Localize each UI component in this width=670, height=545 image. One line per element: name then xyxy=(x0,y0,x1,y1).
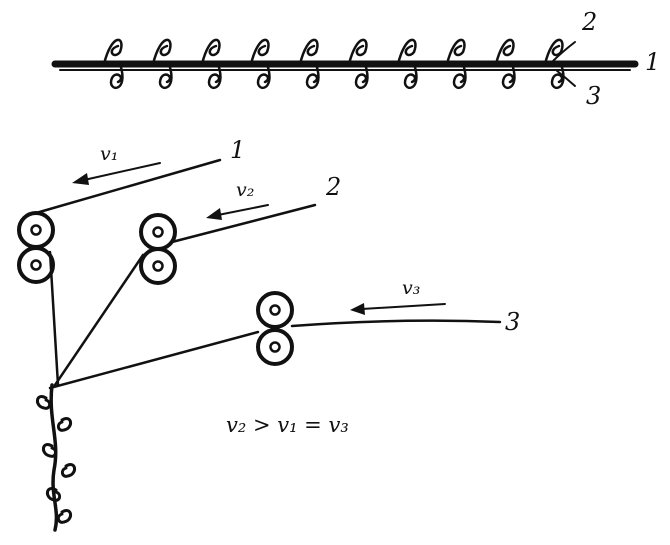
loop-yarn-illustration: 1 2 3 xyxy=(51,8,660,110)
output-yarn-loop xyxy=(56,417,72,432)
roller-2-top-hub xyxy=(152,226,164,238)
feed-yarn-2-down xyxy=(53,253,145,387)
roller-3-bottom xyxy=(256,328,294,366)
output-yarn-loop xyxy=(56,509,72,524)
yarn-loop xyxy=(249,38,271,90)
speed-arrow-1 xyxy=(72,162,161,185)
feed-path-3: v₃ 3 xyxy=(48,277,520,390)
speed-label-2: v₂ xyxy=(236,179,254,201)
output-yarn-loop xyxy=(36,395,52,410)
yarn-loop xyxy=(347,38,369,90)
speed-relation: v₂ > v₁ = v₃ xyxy=(226,413,349,437)
speed-label-1: v₁ xyxy=(100,143,118,165)
feed-yarn-3-in xyxy=(290,319,502,328)
feed-yarn-1-in xyxy=(34,158,222,215)
output-fancy-yarn xyxy=(36,383,76,532)
yarn-loop xyxy=(151,38,173,90)
output-yarn-loop xyxy=(42,443,58,458)
roller-1-top xyxy=(17,211,55,249)
binder-yarn-lead-in xyxy=(555,69,576,87)
roller-1-bottom xyxy=(17,246,55,284)
yarn-loop xyxy=(298,38,320,90)
path-label-1: 1 xyxy=(230,136,245,164)
feed-path-1: v₁ 1 xyxy=(17,136,245,387)
roller-1-bottom-hub xyxy=(30,259,42,271)
top-label-binder: 3 xyxy=(586,82,601,110)
path-label-2: 2 xyxy=(325,173,341,201)
roller-2-bottom xyxy=(139,247,177,285)
roller-3-top xyxy=(256,291,294,329)
speed-arrow-3 xyxy=(350,303,446,315)
feed-path-2: v₂ 2 xyxy=(53,173,341,387)
roller-2-bottom-hub xyxy=(152,260,164,272)
roller-3-bottom-hub xyxy=(269,341,281,353)
roller-3-top-hub xyxy=(269,304,281,316)
roller-1-top-hub xyxy=(30,224,42,236)
feed-yarn-2-in xyxy=(170,203,317,244)
roller-pair-2 xyxy=(139,213,177,285)
speed-arrow-2 xyxy=(206,204,269,220)
output-yarn-loops xyxy=(36,395,76,524)
yarn-loop xyxy=(396,38,418,90)
effect-yarn-lead-in xyxy=(551,41,576,63)
speed-label-3: v₃ xyxy=(402,277,420,299)
yarn-loop xyxy=(543,38,565,90)
feed-schematic: v₁ 1 v₂ 2 xyxy=(17,136,520,532)
roller-pair-3 xyxy=(256,291,294,366)
yarn-loop xyxy=(445,38,467,90)
top-label-core: 1 xyxy=(645,48,660,76)
yarn-loop xyxy=(200,38,222,90)
top-label-effect: 2 xyxy=(581,8,597,36)
output-yarn-loop xyxy=(46,487,62,502)
yarn-loop xyxy=(494,38,516,90)
output-yarn-loop xyxy=(60,463,76,478)
path-label-3: 3 xyxy=(505,308,520,336)
yarn-loop xyxy=(102,38,124,90)
output-yarn-strand xyxy=(49,383,59,532)
feed-yarn-3-down xyxy=(48,330,260,390)
roller-2-top xyxy=(139,213,177,251)
effect-yarn-loops xyxy=(102,38,565,90)
roller-pair-1 xyxy=(17,211,55,284)
